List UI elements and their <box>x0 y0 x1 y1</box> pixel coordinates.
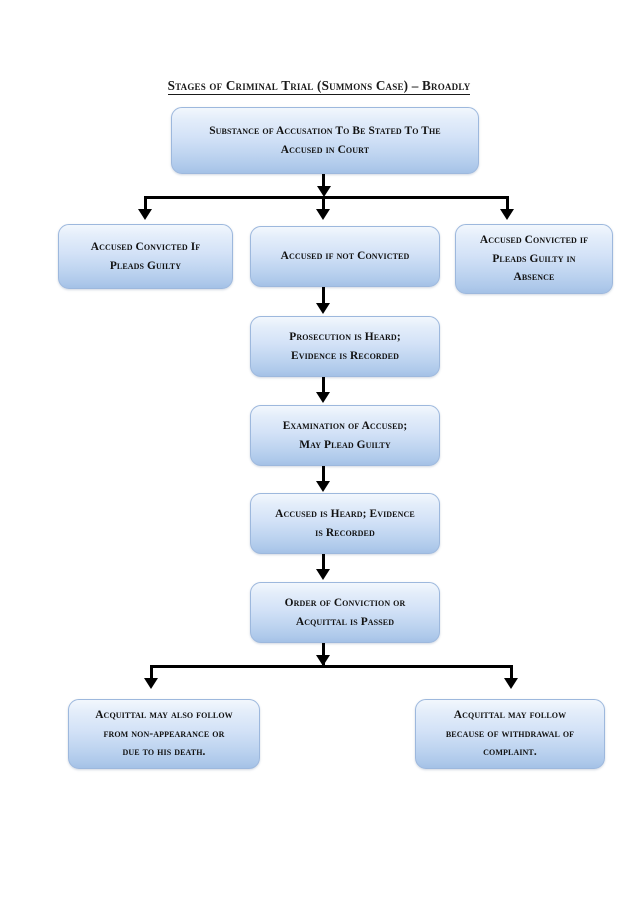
node-accused-convicted-if-pleads-guilty[interactable]: Accused Convicted If Pleads Guilty <box>58 224 233 289</box>
connector-bottom-branch-left-arrowhead <box>144 678 158 689</box>
node-order-of-conviction-or-acquittal[interactable]: Order of Conviction or Acquittal is Pass… <box>250 582 440 643</box>
connector-n6-n7-arrowhead <box>316 481 330 492</box>
connector-row-bottom-bar <box>151 665 513 668</box>
connector-bottom-branch-left <box>150 665 153 685</box>
connector-branch-left <box>144 196 147 216</box>
connector-n6-n7 <box>322 466 325 488</box>
connector-n7-n8 <box>322 554 325 576</box>
connector-n8-stem <box>322 643 325 665</box>
node-accused-if-not-convicted[interactable]: Accused if not Convicted <box>250 226 440 287</box>
node-acquittal-withdrawal[interactable]: Acquittal may follow because of withdraw… <box>415 699 605 769</box>
connector-n7-n8-arrowhead <box>316 569 330 580</box>
node-acquittal-non-appearance[interactable]: Acquittal may also follow from non-appea… <box>68 699 260 769</box>
connector-bottom-branch-right <box>510 665 513 685</box>
node-label: Substance of Accusation To Be Stated To … <box>209 125 441 156</box>
connector-n3-n5 <box>322 287 325 309</box>
connector-branch-center <box>322 196 325 216</box>
page-title-text: Stages of Criminal Trial (Summons Case) … <box>167 78 471 95</box>
connector-row2-bar <box>145 196 509 199</box>
connector-branch-right-arrowhead <box>500 209 514 220</box>
node-label: Acquittal may follow because of withdraw… <box>445 709 575 759</box>
node-examination-of-accused[interactable]: Examination of Accused; May Plead Guilty <box>250 405 440 466</box>
node-label: Accused if not Convicted <box>280 250 410 263</box>
connector-n1-center-arrowhead <box>317 186 331 197</box>
connector-branch-right <box>506 196 509 216</box>
node-label: Accused Convicted if Pleads Guilty in Ab… <box>479 234 589 284</box>
connector-n1-stem <box>322 174 325 192</box>
connector-n3-n5-arrowhead <box>316 303 330 314</box>
node-label: Prosecution is Heard; Evidence is Record… <box>289 331 401 362</box>
node-accused-convicted-in-absence[interactable]: Accused Convicted if Pleads Guilty in Ab… <box>455 224 613 294</box>
connector-bottom-branch-right-arrowhead <box>504 678 518 689</box>
node-label: Order of Conviction or Acquittal is Pass… <box>284 597 406 628</box>
node-label: Acquittal may also follow from non-appea… <box>95 709 233 759</box>
node-prosecution-heard[interactable]: Prosecution is Heard; Evidence is Record… <box>250 316 440 377</box>
node-label: Examination of Accused; May Plead Guilty <box>282 420 408 451</box>
connector-branch-left-arrowhead <box>138 209 152 220</box>
node-substance-of-accusation[interactable]: Substance of Accusation To Be Stated To … <box>171 107 479 174</box>
connector-n5-n6 <box>322 377 325 399</box>
node-accused-heard[interactable]: Accused is Heard; Evidence is Recorded <box>250 493 440 554</box>
connector-n8-center-arrowhead <box>316 655 330 666</box>
connector-branch-center-arrowhead <box>316 209 330 220</box>
page-title: Stages of Criminal Trial (Summons Case) … <box>0 78 638 95</box>
node-label: Accused is Heard; Evidence is Recorded <box>275 508 415 539</box>
connector-n5-n6-arrowhead <box>316 392 330 403</box>
node-label: Accused Convicted If Pleads Guilty <box>90 241 201 272</box>
